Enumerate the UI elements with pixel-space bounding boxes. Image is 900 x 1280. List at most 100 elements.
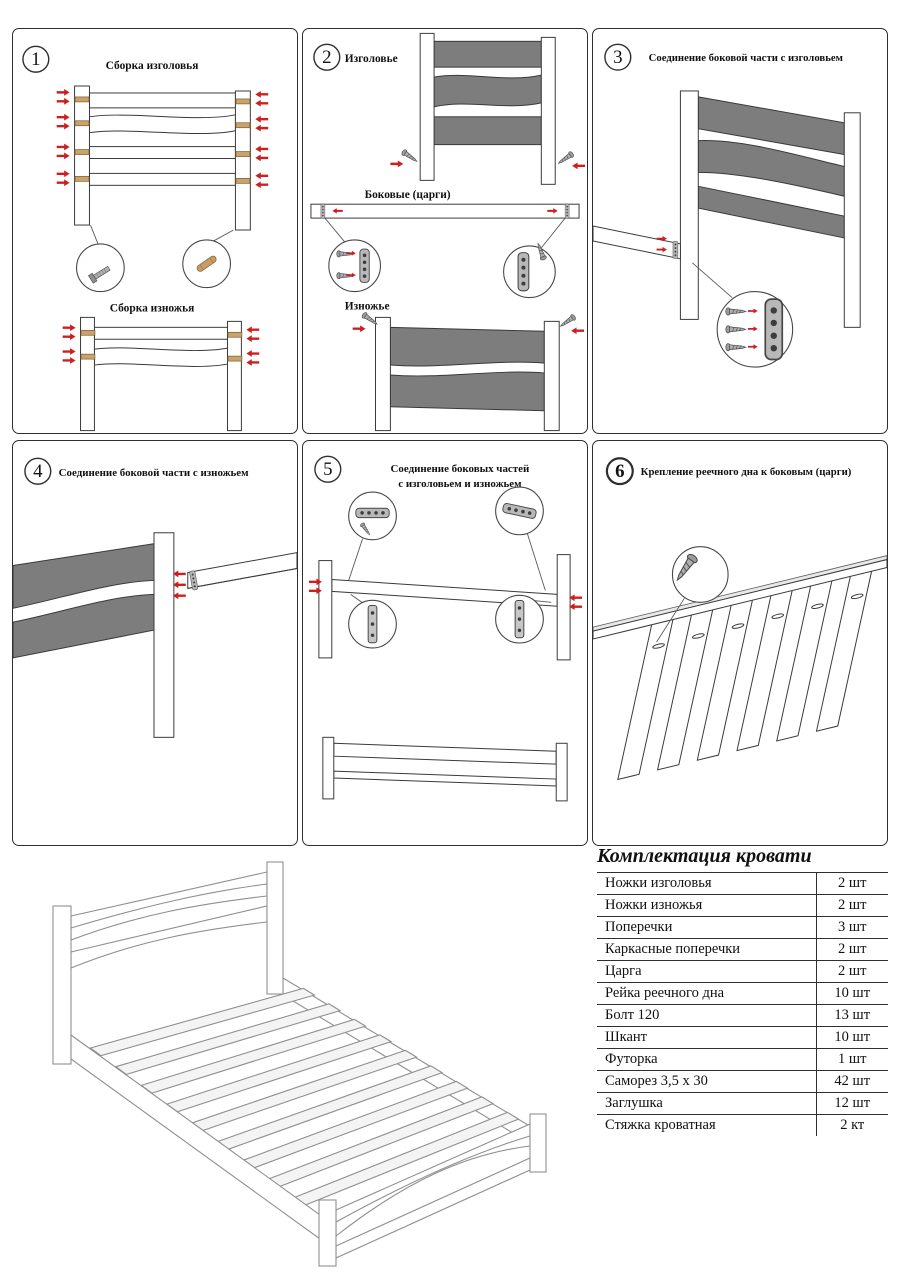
step1-panel: 1 Сборка изголовья Сборка [12,28,298,434]
part-qty: 2 кт [815,1114,888,1136]
step6-panel: 6 Крепление реечного дна к боковым (царг… [592,440,888,846]
step3-number-badge: 3 [604,43,632,71]
part-qty: 42 шт [815,1070,888,1093]
bolt-callout [76,224,125,293]
left-bracket-callout [324,217,382,293]
side-rails-label: Боковые (царги) [365,189,451,201]
bracket-icon [355,507,390,519]
bracket-callout-top-left [348,491,397,581]
bed [52,861,547,1267]
step1-number: 1 [31,49,40,70]
headboard-label: Изголовье [345,53,398,65]
screw-callout [656,546,729,643]
step6-number-badge: 6 [605,457,634,486]
side-rail-joining [593,225,681,260]
bracket-icon [672,240,679,259]
mattress-slats [89,987,520,1206]
base-slats [617,566,874,781]
step5-panel: 5 Соединение боковых частей с изголовьем… [302,440,588,846]
headboard [52,861,284,1065]
step4-number: 4 [33,461,43,482]
table-row: Стяжка кроватная 2 кт [597,1114,888,1136]
plate-icon [367,604,378,644]
footboard-flat-assembly [62,316,260,432]
step5-number-badge: 5 [314,455,342,483]
step6-drawing: 6 Крепление реечного дна к боковым (царг… [593,457,887,781]
screw-icon [558,313,577,330]
frame-joining [308,554,583,661]
step3-drawing: 3 Соединение боковой части с изголовьем [593,43,861,368]
step5-drawing: 5 Соединение боковых частей с изголовьем… [308,455,583,802]
part-name: Поперечки [597,916,816,939]
step3-panel: 3 Соединение боковой части с изголовьем [592,28,888,434]
plate-callout-bottom-left [348,593,397,649]
part-qty: 2 шт [815,960,888,983]
part-name: Футорка [597,1048,816,1071]
step4-panel: 4 Соединение боковой части с изножьем [12,440,298,846]
part-qty: 2 шт [815,894,888,917]
part-qty: 12 шт [815,1092,888,1115]
headboard-perspective [679,90,861,328]
step1-title-top: Сборка изголовья [106,60,199,72]
step4-drawing: 4 Соединение боковой части с изножьем [13,457,297,738]
part-qty: 1 шт [815,1048,888,1071]
bracket-icon [564,203,570,219]
step2-panel: 2 Изголовье Боковые (царги) Изножье [302,28,588,434]
side-rail-drawing [310,203,580,219]
headboard-drawing [390,32,586,185]
part-name: Заглушка [597,1092,816,1115]
step5-title-line2: с изголовьем и изножьем [398,478,522,490]
footboard-drawing [352,311,585,432]
part-name: Царга [597,960,816,983]
part-name: Каркасные поперечки [597,938,816,961]
footboard-label: Изножье [345,300,390,312]
part-name: Рейка реечного дна [597,982,816,1005]
bracket-callout-top-right [495,486,546,591]
part-name: Ножки изголовья [597,872,816,895]
bracket-icon [764,298,784,361]
part-qty: 13 шт [815,1004,888,1027]
step5-number: 5 [323,459,332,480]
step6-title: Крепление реечного дна к боковым (царги) [641,466,852,478]
part-name: Стяжка кроватная [605,1117,716,1133]
screw-icon [556,150,575,167]
bracket-icon [320,203,326,219]
side-rail [593,559,887,640]
part-name: Шкант [597,1026,816,1049]
step3-number: 3 [613,47,622,68]
step5-title-line1: Соединение боковых частей [391,463,530,475]
dowel-callout [182,229,234,289]
part-qty: 3 шт [815,916,888,939]
step3-title: Соединение боковой части с изголовьем [649,52,843,64]
step2-drawing: 2 Изголовье Боковые (царги) Изножье [310,32,586,432]
part-name: Саморез 3,5 x 30 [597,1070,816,1093]
part-name: Ножки изножья [597,894,816,917]
part-qty: 10 шт [815,1026,888,1049]
assembled-frame [322,736,568,802]
right-bracket-callout [503,217,566,299]
bracket-icon [359,248,370,283]
step6-number: 6 [615,461,624,482]
footboard [318,1113,547,1267]
step1-number-badge: 1 [22,45,50,73]
bracket-icon [517,252,530,292]
step2-number-badge: 2 [313,43,341,71]
part-qty: 2 шт [815,938,888,961]
screw-icon [400,148,420,165]
step2-number: 2 [322,47,331,68]
plate-icon [514,599,525,639]
side-rail-joining [172,552,297,600]
